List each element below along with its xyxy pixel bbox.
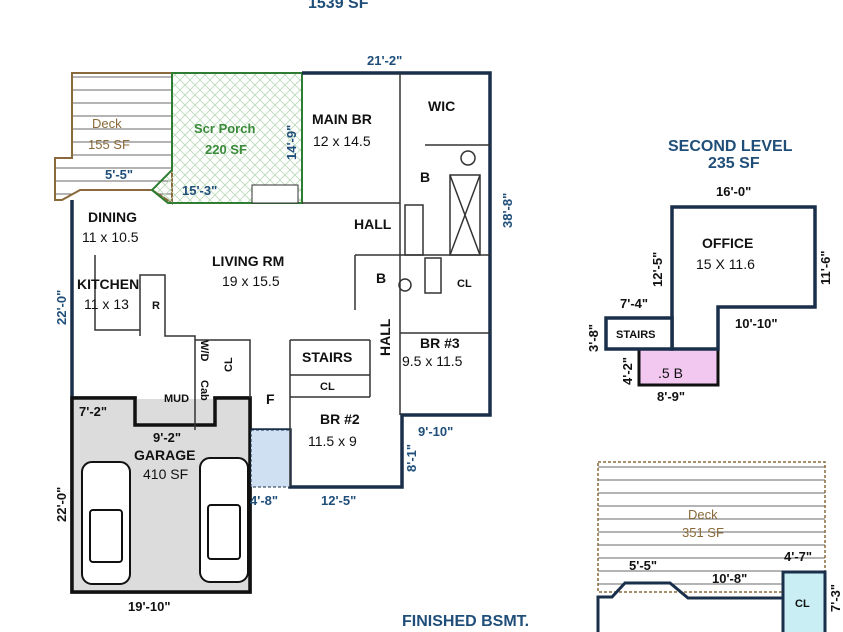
basement-walls	[596, 581, 783, 632]
second-level: SECOND LEVEL 235 SF OFFICE 15 X 11.6 STA…	[586, 138, 833, 404]
garage-label: GARAGE	[134, 447, 195, 463]
dining-label: DINING	[88, 209, 137, 225]
dim-stairs-top: 7'-4"	[620, 296, 648, 311]
main-br-size: 12 x 14.5	[313, 133, 371, 149]
dining-size: 11 x 10.5	[82, 229, 139, 245]
kitchen-size: 11 x 13	[84, 296, 129, 312]
dim-porch-bottom: 15'-3"	[182, 183, 217, 198]
closet-2-label: CL	[223, 357, 235, 372]
main-level: 1539 SF Deck 155 SF Scr Porch 220 SF	[54, 0, 515, 614]
half-bath	[637, 347, 720, 387]
br3-label: BR #3	[420, 335, 460, 351]
dim-office-right: 11'-6"	[818, 250, 833, 285]
basement-deck-label: Deck	[688, 507, 718, 522]
dim-garage-left: 22'-0"	[54, 487, 69, 522]
porch-area: 220 SF	[205, 142, 247, 157]
dim-basement-door: 10'-8"	[712, 571, 747, 586]
br2-size: 11.5 x 9	[308, 433, 357, 449]
dim-closet-side: 7'-3"	[828, 584, 843, 612]
dim-br3-bottom: 9'-10"	[418, 424, 453, 439]
foyer-label: F	[266, 391, 275, 407]
br2-label: BR #2	[320, 411, 360, 427]
wic-label: WIC	[428, 98, 455, 114]
dim-office-top: 16'-0"	[716, 184, 751, 199]
mud-label: MUD	[164, 393, 189, 405]
dim-br3-step: 8'-1"	[404, 444, 419, 472]
car-icon	[81, 457, 249, 585]
dim-garage-notch: 7'-2"	[79, 404, 107, 419]
washer-dryer-label: W/D	[198, 340, 210, 361]
screened-porch: Scr Porch 220 SF	[150, 72, 303, 204]
closet-3-label: CL	[320, 381, 335, 393]
basement-closet	[781, 570, 827, 632]
second-level-title: SECOND LEVEL	[668, 138, 793, 155]
dim-deck-step: 5'-5"	[105, 167, 133, 182]
dim-basement-step: 5'-5"	[629, 558, 657, 573]
bath-1-label: B	[420, 169, 430, 185]
hall-2-label: HALL	[377, 318, 393, 356]
basement-title: FINISHED BSMT.	[402, 613, 529, 630]
interior-walls	[94, 73, 490, 487]
dim-closet-top: 4'-7"	[784, 549, 812, 564]
basement-deck	[597, 461, 826, 593]
kitchen-label: KITCHEN	[77, 276, 139, 292]
living-room-label: LIVING RM	[212, 253, 284, 269]
dim-top: 21'-2"	[367, 53, 402, 68]
dim-stairs-side: 3'-8"	[586, 324, 601, 352]
basement-level: Deck 351 SF CL 5'-5" 10'-8" 4'-7" 7'-3" …	[402, 461, 843, 632]
dim-br2-bottom: 12'-5"	[321, 493, 356, 508]
half-bath-label: .5 B	[658, 365, 683, 381]
stairs-label: STAIRS	[302, 349, 352, 365]
office-size: 15 X 11.6	[696, 256, 755, 272]
br3-size: 9.5 x 11.5	[402, 353, 463, 369]
main-level-area: 1539 SF	[308, 0, 369, 12]
basement-closet-label: CL	[795, 598, 810, 610]
second-stairs-label: STAIRS	[616, 329, 656, 341]
dim-entry: 4'-8"	[250, 493, 278, 508]
main-br-label: MAIN BR	[312, 111, 372, 127]
entry-porch	[250, 429, 291, 488]
dim-garage-top: 9'-2"	[153, 430, 181, 445]
deck-label: Deck	[92, 116, 122, 131]
dim-bath-side: 4'-2"	[620, 357, 635, 385]
office-label: OFFICE	[702, 235, 753, 251]
dim-left: 22'-0"	[54, 290, 69, 325]
dim-porch-side: 14'-9"	[284, 125, 299, 160]
dim-garage-bottom: 19'-10"	[128, 599, 171, 614]
bath-2-label: B	[376, 270, 386, 286]
porch-label: Scr Porch	[194, 121, 255, 136]
living-room-size: 19 x 15.5	[222, 273, 280, 289]
dim-bath-bottom: 8'-9"	[657, 389, 685, 404]
dim-office-left: 12'-5"	[650, 252, 665, 287]
closet-label: CL	[457, 278, 472, 290]
hall-label: HALL	[354, 216, 392, 232]
dim-right: 38'-8"	[500, 193, 515, 228]
stairs-box	[604, 316, 674, 351]
fridge-label: R	[152, 300, 160, 312]
dim-office-bottom: 10'-10"	[735, 316, 778, 331]
basement-deck-area: 351 SF	[682, 525, 724, 540]
deck-area: 155 SF	[88, 137, 130, 152]
second-level-area: 235 SF	[708, 155, 760, 172]
deck-main: Deck 155 SF	[54, 72, 173, 205]
garage-area: 410 SF	[143, 466, 188, 482]
cabinet-label: Cab	[198, 380, 210, 401]
